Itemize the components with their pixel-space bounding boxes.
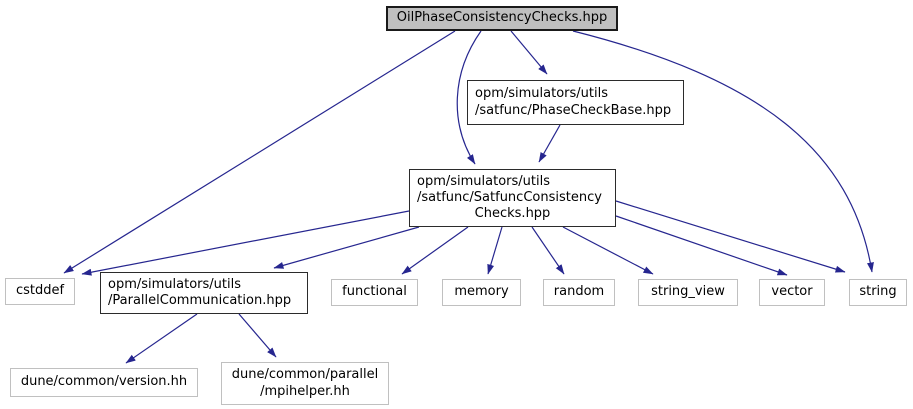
node-parallel-communication[interactable]: opm/simulators/utils /ParallelCommunicat… xyxy=(100,272,308,314)
edge-satfunc-to-memory xyxy=(487,226,503,275)
edge-satfunc-to-string xyxy=(615,200,846,273)
edge-root-to-satfunc xyxy=(456,30,482,165)
node-parallel-communication-line2: /ParallelCommunication.hpp xyxy=(108,293,292,308)
node-functional[interactable]: functional xyxy=(331,279,418,306)
edge-satfunc-to-vector xyxy=(615,215,788,276)
node-dune-version-label: dune/common/version.hh xyxy=(20,374,188,390)
node-cstddef-label: cstddef xyxy=(15,283,65,299)
node-phase-check-base-line1: opm/simulators/utils xyxy=(475,86,608,102)
edge-root-to-cstddef xyxy=(63,30,456,274)
node-cstddef[interactable]: cstddef xyxy=(5,278,75,305)
node-dune-mpihelper-line1: dune/common/parallel xyxy=(231,367,379,383)
node-memory[interactable]: memory xyxy=(442,279,521,306)
node-string-label: string xyxy=(859,284,897,300)
node-memory-label: memory xyxy=(454,284,509,300)
edge-satfunc-to-cstddef xyxy=(81,210,410,276)
node-dune-mpihelper-line2: /mpihelper.hh xyxy=(260,383,350,399)
node-random-label: random xyxy=(553,284,605,300)
edge-phasecheckbase-to-satfunc xyxy=(538,124,561,163)
node-vector[interactable]: vector xyxy=(759,279,825,306)
node-oil-phase-consistency-checks[interactable]: OilPhaseConsistencyChecks.hpp xyxy=(386,6,618,31)
edge-parallelcomm-to-mpihelper xyxy=(238,313,277,358)
edge-root-to-string xyxy=(572,30,874,273)
edge-satfunc-to-functional xyxy=(401,226,469,275)
node-phase-check-base[interactable]: opm/simulators/utils /satfunc/PhaseCheck… xyxy=(467,80,684,125)
node-dune-version[interactable]: dune/common/version.hh xyxy=(10,368,198,397)
edge-parallelcomm-to-version xyxy=(125,313,198,364)
node-satfunc-consistency-checks-line2: /satfunc/SatfuncConsistency xyxy=(417,189,602,205)
node-dune-mpihelper[interactable]: dune/common/parallel /mpihelper.hh xyxy=(221,362,389,405)
node-oil-phase-consistency-checks-label: OilPhaseConsistencyChecks.hpp xyxy=(396,10,608,26)
node-parallel-communication-line1: opm/simulators/utils xyxy=(108,276,241,292)
node-random[interactable]: random xyxy=(543,279,615,306)
node-string[interactable]: string xyxy=(849,279,907,306)
edge-satfunc-to-parallelcomm xyxy=(273,226,420,269)
node-vector-label: vector xyxy=(771,284,813,300)
node-string-view-label: string_view xyxy=(651,284,725,300)
node-phase-check-base-line2: /satfunc/PhaseCheckBase.hpp xyxy=(475,102,672,118)
edge-satfunc-to-stringview xyxy=(562,226,654,275)
node-string-view[interactable]: string_view xyxy=(638,279,738,306)
node-satfunc-consistency-checks-line1: opm/simulators/utils xyxy=(417,173,550,189)
node-satfunc-consistency-checks[interactable]: opm/simulators/utils /satfunc/SatfuncCon… xyxy=(409,169,616,227)
node-satfunc-consistency-checks-line3: Checks.hpp xyxy=(474,206,551,222)
node-functional-label: functional xyxy=(342,284,407,300)
edge-root-to-phasecheckbase xyxy=(510,30,548,75)
edge-satfunc-to-random xyxy=(531,226,565,275)
